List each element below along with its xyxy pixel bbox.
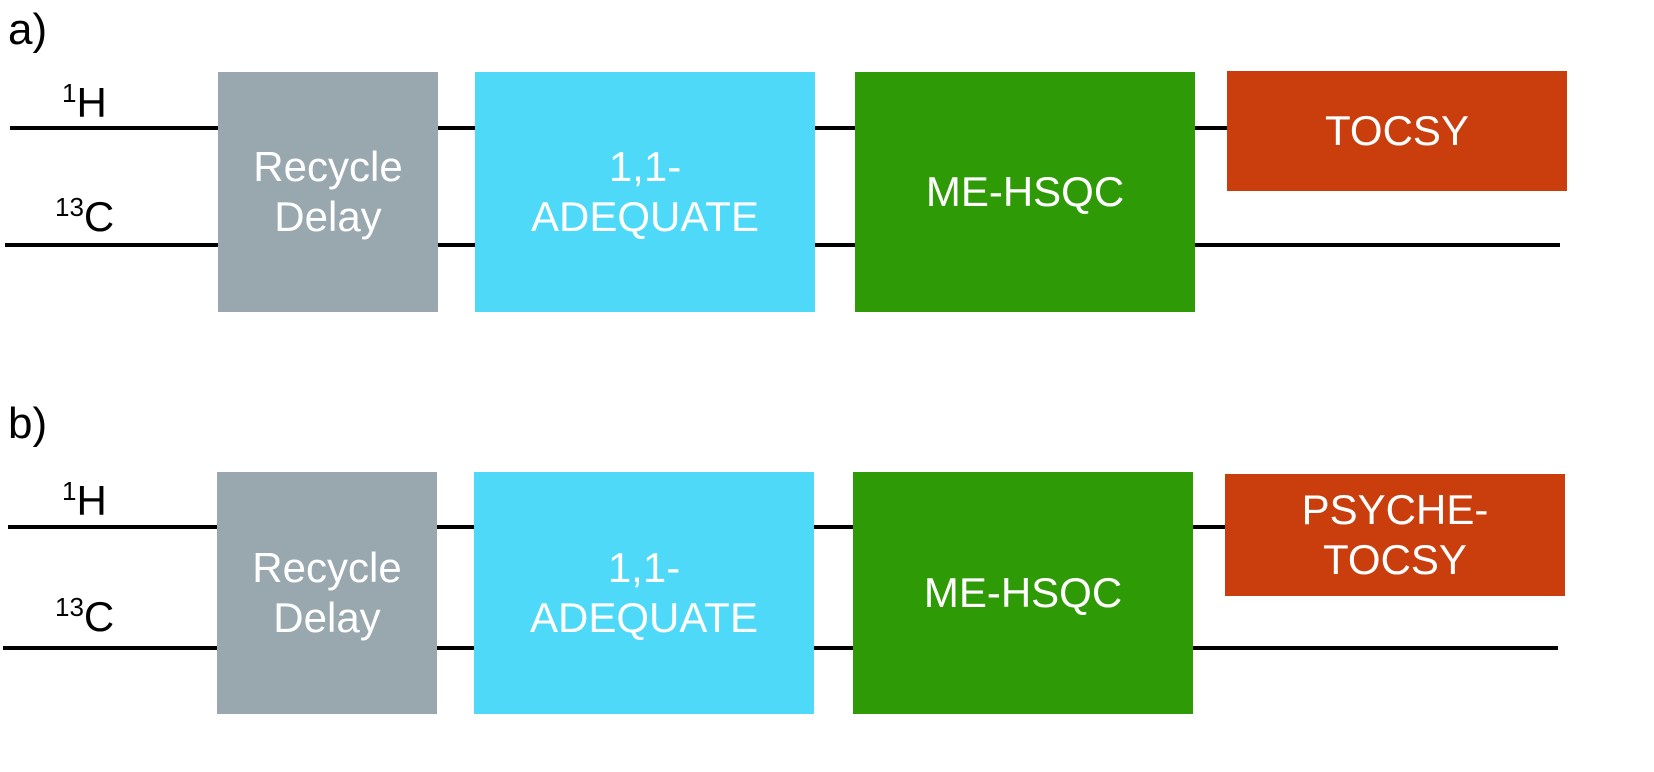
pulse-sequence-panel-a: a) 1H 13C Recycle Delay 1,1- ADEQUATE ME… bbox=[0, 0, 1654, 370]
c13-channel-label: 13C bbox=[55, 592, 115, 640]
psyche-tocsy-block: PSYCHE- TOCSY bbox=[1225, 474, 1565, 596]
c13-channel-label: 13C bbox=[55, 192, 115, 240]
panel-label-a: a) bbox=[8, 5, 48, 54]
recycle-delay-block: Recycle Delay bbox=[217, 472, 437, 714]
h1-channel-label: 1H bbox=[62, 78, 107, 126]
me-hsqc-block: ME-HSQC bbox=[853, 472, 1193, 714]
adequate-block: 1,1- ADEQUATE bbox=[474, 472, 814, 714]
panel-label-b: b) bbox=[8, 399, 48, 448]
adequate-block: 1,1- ADEQUATE bbox=[475, 72, 815, 312]
h1-channel-label: 1H bbox=[62, 476, 107, 524]
tocsy-block: TOCSY bbox=[1227, 71, 1567, 191]
me-hsqc-block: ME-HSQC bbox=[855, 72, 1195, 312]
recycle-delay-block: Recycle Delay bbox=[218, 72, 438, 312]
pulse-sequence-panel-b: b) 1H 13C Recycle Delay 1,1- ADEQUATE ME… bbox=[0, 402, 1654, 772]
